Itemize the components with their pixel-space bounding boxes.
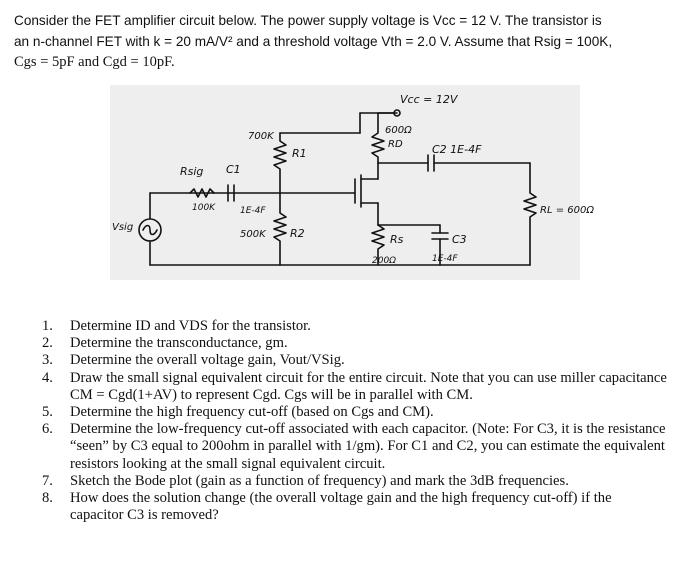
question-text: Determine the overall voltage gain, Vout… [70, 352, 345, 369]
rsig-value: 100K [192, 203, 216, 213]
circuit-diagram: Vcc = 12V 600Ω RD 700K R1 Rsig 100K C1 1… [112, 93, 594, 266]
question-text: How does the solution change (the overal… [70, 490, 612, 524]
problem-intro: Consider the FET amplifier circuit below… [14, 10, 690, 73]
rs-resistor [371, 224, 385, 266]
rd-label: RD [388, 139, 403, 150]
r1-label: R1 [292, 147, 307, 160]
question-item: 3. Determine the overall voltage gain, Vo… [42, 352, 667, 369]
question-item: 7. Sketch the Bode plot (gain as a functi… [42, 473, 667, 490]
question-number: 3. [42, 352, 53, 369]
question-number: 5. [42, 404, 53, 421]
rd-value: 600Ω [385, 125, 412, 136]
question-item: 5. Determine the high frequency cut-off (… [42, 404, 667, 421]
question-text: Sketch the Bode plot (gain as a function… [70, 472, 569, 489]
question-number: 6. [42, 421, 53, 438]
question-item: 4. Draw the small signal equivalent circu… [42, 370, 667, 404]
intro-line-3: Cgs = 5pF and Cgd = 10pF. [14, 54, 175, 70]
question-text: Determine the transconductance, gm. [70, 335, 288, 352]
question-item: 2. Determine the transconductance, gm. [42, 335, 667, 352]
r1-resistor [273, 132, 287, 194]
question-item: 1. Determine ID and VDS for the transisto… [42, 318, 667, 335]
c3-label: C3 [452, 233, 467, 246]
question-number: 8. [42, 490, 53, 507]
rsig-label: Rsig [180, 165, 203, 178]
rd-resistor [371, 112, 385, 164]
rs-label: Rs [390, 233, 404, 246]
vcc-label: Vcc = 12V [400, 93, 459, 106]
vsig-label: Vsig [112, 222, 133, 233]
rl-label: RL = 600Ω [540, 205, 594, 216]
vsig-tilde [142, 224, 158, 236]
intro-line-1: Consider the FET amplifier circuit below… [14, 13, 602, 28]
r2-label: R2 [290, 227, 305, 240]
r2-resistor [273, 192, 287, 266]
question-number: 4. [42, 369, 53, 386]
c2-label: C2 1E-4F [432, 143, 482, 156]
r2-value: 500K [240, 229, 267, 240]
c1-label: C1 [226, 163, 241, 176]
question-list: 1. Determine ID and VDS for the transisto… [42, 318, 667, 524]
question-number: 1. [42, 318, 53, 334]
question-number: 2. [42, 335, 53, 352]
r1-value: 700K [248, 131, 275, 142]
question-item: 8. How does the solution change (the over… [42, 490, 667, 524]
question-text: Determine the high frequency cut-off (ba… [70, 404, 434, 421]
intro-line-2: an n-channel FET with k = 20 mA/V² and a… [14, 34, 613, 49]
rsig-resistor [189, 188, 215, 198]
rl-resistor [523, 162, 537, 266]
c1-value: 1E-4F [240, 206, 266, 216]
rs-value: 200Ω [372, 256, 396, 266]
question-item: 6. Determine the low-frequency cut-off as… [42, 421, 667, 473]
question-text: Determine ID and VDS for the transistor. [70, 318, 311, 334]
circuit-figure: Vcc = 12V 600Ω RD 700K R1 Rsig 100K C1 1… [110, 85, 594, 280]
question-text: Determine the low-frequency cut-off asso… [70, 421, 666, 472]
question-number: 7. [42, 472, 53, 489]
c3-value: 1E-4F [432, 254, 458, 264]
question-text: Draw the small signal equivalent circuit… [70, 369, 667, 403]
